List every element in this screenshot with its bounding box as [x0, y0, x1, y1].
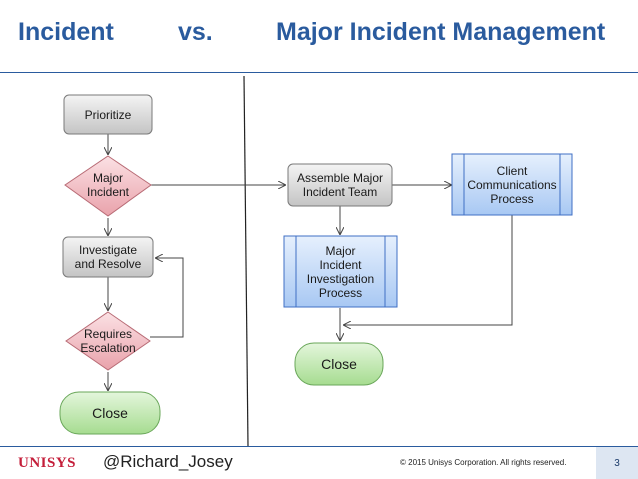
investigation-process-box — [283, 235, 398, 308]
assemble-team-box — [287, 163, 393, 207]
incident-close-box — [59, 391, 161, 435]
prioritize-box — [63, 94, 153, 135]
arrow-escalation-loop-back — [150, 258, 184, 338]
requires-escalation-label: Requires Escalation — [80, 327, 136, 355]
major-incident-label: Major Incident — [86, 171, 130, 199]
author-handle: @Richard_Josey — [103, 452, 233, 471]
major-close-box — [294, 342, 384, 386]
requires-escalation-decision — [65, 311, 151, 371]
incident-close-label: Close — [92, 405, 128, 421]
investigation-process-label: Major Incident Investigation Process — [306, 243, 375, 300]
title-major-incident-management: Major Incident Management — [276, 18, 606, 46]
copyright-notice: © 2015 Unisys Corporation. All rights re… — [400, 458, 567, 467]
prioritize-label: Prioritize — [84, 107, 132, 122]
footer-divider — [0, 446, 638, 447]
investigate-label: Investigate and Resolve — [74, 243, 142, 271]
client-comms-process-box — [451, 153, 573, 216]
page-number: 3 — [596, 447, 638, 479]
client-comms-label: Client Communications Process — [467, 163, 557, 206]
investigate-box — [62, 236, 154, 278]
arrow-client-comms-to-close — [344, 215, 513, 325]
title-vs: vs. — [178, 18, 213, 46]
assemble-team-label: Assemble Major Incident Team — [296, 171, 384, 199]
column-separator — [243, 75, 249, 447]
title-incident: Incident — [18, 18, 114, 46]
major-incident-decision — [64, 155, 152, 217]
title-divider — [0, 72, 638, 73]
unisys-logo: UNISYS — [18, 455, 77, 471]
major-close-label: Close — [321, 356, 357, 372]
